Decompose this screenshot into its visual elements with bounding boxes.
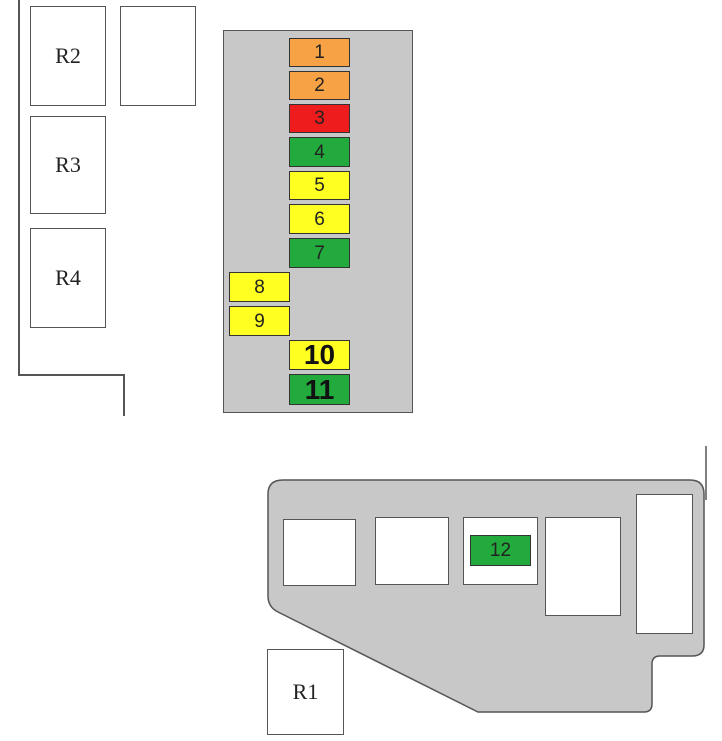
outline-right-vertical: [123, 374, 125, 416]
relay-r3: R3: [30, 116, 106, 214]
fuse-5-label: 5: [314, 175, 325, 196]
fuse-3: 3: [289, 104, 350, 133]
lower-slot-4: [545, 517, 621, 616]
fuse-8-label: 8: [254, 276, 265, 298]
fuse-6-label: 6: [314, 208, 325, 230]
fuse-1-label: 1: [314, 42, 325, 63]
relay-r3-label: R3: [55, 152, 81, 177]
fuse-4-label: 4: [314, 141, 325, 163]
fuse-5: 5: [289, 171, 350, 200]
fuse-1: 1: [289, 38, 350, 67]
relay-r4: R4: [30, 228, 106, 328]
fuse-11: 11: [289, 374, 350, 405]
relay-r1-label: R1: [292, 679, 319, 704]
fuse-9-label: 9: [254, 310, 265, 332]
fuse-11-label: 11: [304, 373, 335, 405]
relay-r1: R1: [267, 649, 344, 735]
fuse-10: 10: [289, 340, 350, 370]
fuse-4: 4: [289, 137, 350, 167]
fuse-7: 7: [289, 238, 350, 268]
fuse-2-label: 2: [314, 75, 325, 96]
fuse-12-label: 12: [489, 540, 512, 561]
fuse-10-label: 10: [303, 339, 336, 370]
lower-slot-5: [636, 494, 693, 634]
relay-empty-slot: [120, 6, 196, 106]
fuse-3-label: 3: [314, 108, 325, 129]
fuse-8: 8: [229, 272, 290, 302]
outline-left-vertical: [18, 0, 20, 375]
outline-bottom-horizontal: [18, 374, 125, 376]
lower-slot-2: [375, 517, 449, 585]
relay-r2: R2: [30, 6, 106, 106]
relay-r2-label: R2: [55, 43, 81, 68]
fuse-12: 12: [470, 535, 531, 566]
fuse-9: 9: [229, 306, 290, 336]
relay-r4-label: R4: [55, 265, 81, 290]
lower-slot-1: [283, 519, 356, 586]
fuse-7-label: 7: [314, 242, 325, 264]
fuse-6: 6: [289, 204, 350, 234]
fuse-2: 2: [289, 71, 350, 100]
